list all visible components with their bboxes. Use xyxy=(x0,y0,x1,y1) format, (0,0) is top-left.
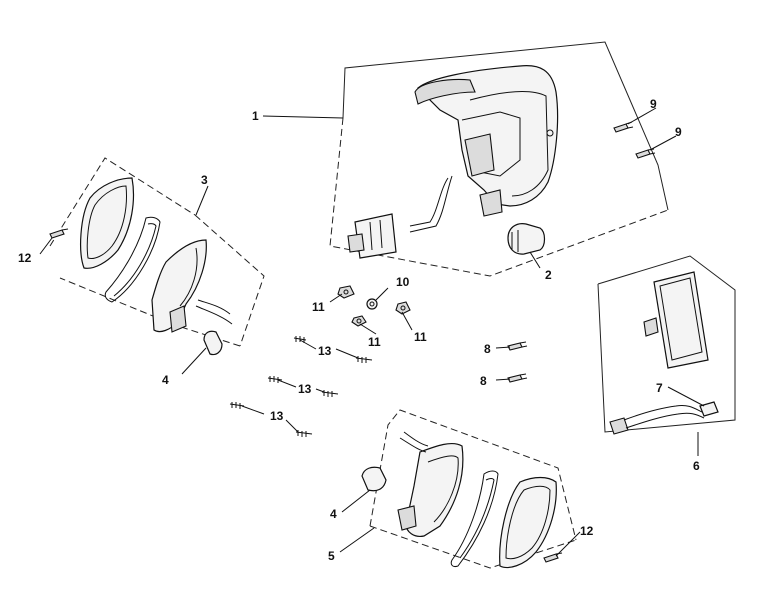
label-10: 10 xyxy=(396,275,410,289)
label-12-right: 12 xyxy=(580,524,594,538)
label-11-left: 11 xyxy=(312,300,325,314)
label-6: 6 xyxy=(693,459,700,473)
screws-13 xyxy=(229,336,373,437)
label-9-top: 9 xyxy=(650,97,657,111)
label-8-bottom: 8 xyxy=(480,374,487,388)
label-13-top: 13 xyxy=(318,344,332,358)
headlight-housing xyxy=(409,65,559,233)
label-11-right: 11 xyxy=(414,330,427,344)
right-bulb-4 xyxy=(361,466,387,492)
headlight-group-frame xyxy=(329,41,669,277)
bulb-2 xyxy=(507,223,546,255)
label-13-middle: 13 xyxy=(298,382,312,396)
label-13-bottom: 13 xyxy=(270,409,284,423)
right-signal-group-frame xyxy=(369,409,577,569)
left-lens-gasket xyxy=(104,216,161,303)
label-4-right: 4 xyxy=(330,507,337,521)
screws-9 xyxy=(613,121,656,159)
left-bulb-4 xyxy=(203,330,223,356)
nuts-11 xyxy=(337,285,411,327)
label-5: 5 xyxy=(328,549,335,563)
leader-lines xyxy=(39,107,705,557)
license-light-harness xyxy=(609,401,719,435)
label-4-left: 4 xyxy=(162,373,169,387)
right-screw-12 xyxy=(543,552,563,563)
label-1: 1 xyxy=(252,109,259,123)
left-screw-12 xyxy=(49,228,69,239)
left-lens-outer xyxy=(80,177,135,269)
label-2: 2 xyxy=(545,268,552,282)
license-light-group-frame xyxy=(597,255,736,433)
right-lens-gasket xyxy=(450,470,499,567)
label-3: 3 xyxy=(201,173,208,187)
right-lens-outer xyxy=(499,476,557,569)
right-signal-housing xyxy=(397,431,464,537)
label-7: 7 xyxy=(656,381,663,395)
label-11-middle: 11 xyxy=(368,335,381,349)
label-12-left: 12 xyxy=(18,251,32,265)
license-light xyxy=(643,271,709,369)
label-9-bottom: 9 xyxy=(675,125,682,139)
washer-10 xyxy=(366,298,378,310)
headlight-connector xyxy=(347,213,397,259)
screws-8 xyxy=(507,341,528,383)
label-8-top: 8 xyxy=(484,342,491,356)
left-signal-housing xyxy=(151,239,233,333)
part-labels: 1 2 3 4 4 5 6 7 8 8 9 9 10 11 11 11 12 1… xyxy=(18,97,700,563)
